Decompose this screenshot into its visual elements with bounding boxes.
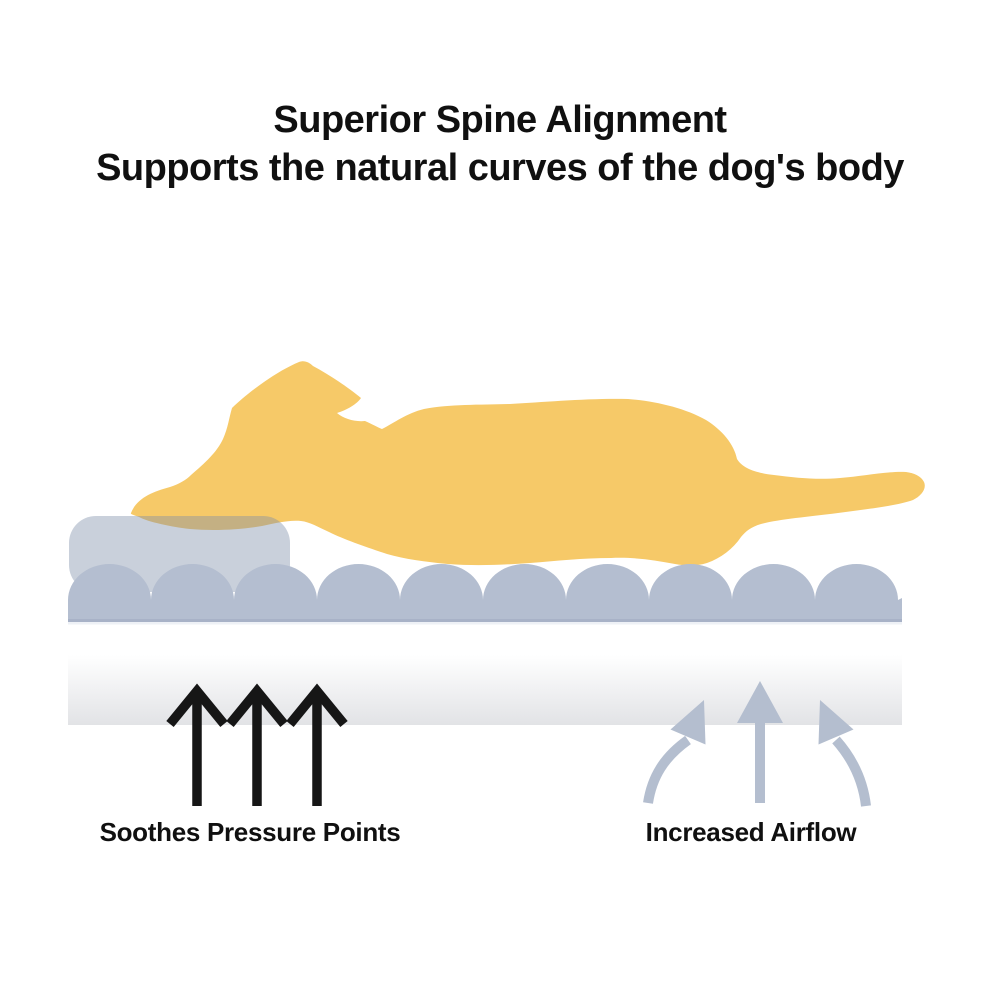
mattress-bottom-edge: [68, 619, 902, 622]
page-title-line2: Supports the natural curves of the dog's…: [96, 147, 904, 189]
pressure-arrow-icon: [286, 683, 348, 806]
dog-silhouette: [130, 361, 925, 566]
airflow-arrow-right-icon: [832, 736, 871, 807]
pressure-arrow-icon: [226, 683, 288, 806]
airflow-arrow-left-icon: [643, 735, 691, 804]
airflow-label: Increased Airflow: [645, 817, 857, 847]
airflow-arrow-left-head-icon: [670, 700, 706, 745]
pressure-arrows-group: [166, 683, 348, 806]
pressure-points-label: Soothes Pressure Points: [99, 817, 401, 847]
airflow-arrow-right-head-icon: [818, 700, 854, 745]
pressure-arrow-icon: [166, 683, 228, 806]
airflow-arrow-up-head-icon: [737, 681, 783, 723]
page-title: Superior Spine Alignment Supports the na…: [0, 96, 1000, 192]
mattress-bottom-highlight: [68, 622, 902, 625]
mattress-foam: [68, 564, 902, 619]
page-title-line1: Superior Spine Alignment: [273, 99, 727, 141]
airflow-arrows-group: [643, 681, 871, 807]
